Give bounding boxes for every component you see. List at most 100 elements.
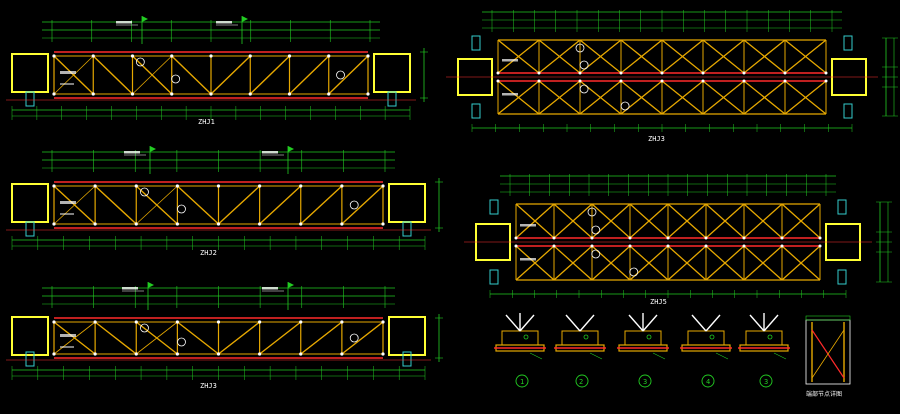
joint-dot [248,54,252,58]
title-zhj3: ZHJ3 [200,382,217,390]
joint-dot [248,92,252,96]
bolt-plate [402,351,412,367]
flag-text-mark [122,287,138,290]
web-member [749,314,765,332]
joint-dot [299,222,303,226]
diagonal-member [259,321,302,355]
node-label-4: 4 [706,378,710,386]
diagonal-member [620,80,663,115]
diagonal-member [136,321,178,355]
section-marker [171,74,181,84]
joint-dot [209,92,213,96]
diagonal-member [53,321,96,355]
web-member [705,314,721,332]
diagonal-member [259,185,302,225]
leader-line [715,352,729,360]
joint-dot [366,54,370,58]
diagonal-member [705,245,745,281]
diagonal-member [328,55,369,95]
joint-dot [537,71,541,75]
diagonal-member [341,185,384,225]
node-detail-2 [554,314,606,388]
bolt-circle [583,334,589,340]
member-tag [60,213,74,215]
joint-dot [783,79,787,83]
joint-dot [258,184,262,188]
member-tag [502,93,518,96]
member-tag [520,224,536,227]
bolt-plate [471,103,481,119]
bolt-plate [843,35,853,51]
diagonal-member [53,185,96,225]
flag-marker [150,146,156,152]
section-marker [140,187,149,197]
diagonal-member [781,203,821,239]
joint-dot [216,352,221,356]
section-marker [591,225,601,235]
web-member [628,314,644,332]
joint-dot [52,222,56,226]
web-member [519,314,535,332]
diagonal-member [218,321,260,355]
joint-dot [130,92,135,96]
bolt-plate [471,35,481,51]
node-detail-3 [617,313,669,388]
joint-dot [287,92,292,96]
joint-dot [780,244,784,248]
joint-dot [209,54,213,58]
web-member [565,314,581,332]
joint-dot [299,184,303,188]
diagonal-member [289,55,330,95]
joint-dot [552,244,556,248]
node-label-circle [701,374,715,388]
end-column [388,316,426,356]
node-label-2: 2 [579,378,583,386]
diagonal-member [667,203,707,239]
member-tag [60,201,76,204]
diagonal-member [743,39,786,74]
bolt-circle [646,334,652,340]
joint-dot [93,320,97,324]
member-tag [60,346,74,348]
diagonal-member [553,203,593,239]
truss-elevations [6,10,898,380]
diagonal-member [579,80,622,115]
joint-dot [780,236,784,240]
diagonal-member [341,321,384,355]
truss-plan [446,10,898,132]
joint-dot [216,320,221,324]
joint-dot [660,79,664,83]
bolt-plate [837,199,847,215]
section-marker [336,70,345,80]
joint-dot [91,92,95,96]
diagonal-member [94,185,137,225]
section-marker [620,101,630,111]
title-zhj5: ZHJ5 [650,298,667,306]
bolt-circle [767,334,773,340]
diagonal-member [667,245,707,281]
joint-dot [299,320,303,324]
joint-dot [514,244,518,248]
node-detail-4 [680,314,732,388]
joint-dot [258,352,262,356]
joint-dot [578,79,582,83]
web-member [579,314,595,332]
joint-dot [660,71,664,75]
diagonal-member [53,55,94,95]
diagonal-member [629,245,669,281]
section-marker [587,207,597,217]
truss-plan [464,174,892,298]
diagonal-member [218,185,260,225]
bolt-plate [25,91,35,107]
diagonal-member [497,39,540,74]
joint-dot [742,244,746,248]
node-label-5: 3 [764,378,768,386]
joint-dot [590,236,594,240]
bolt-plate [843,103,853,119]
joint-dot [175,222,179,226]
joint-dot [258,222,262,226]
diagonal-member [135,185,178,225]
joint-dot [258,320,262,324]
